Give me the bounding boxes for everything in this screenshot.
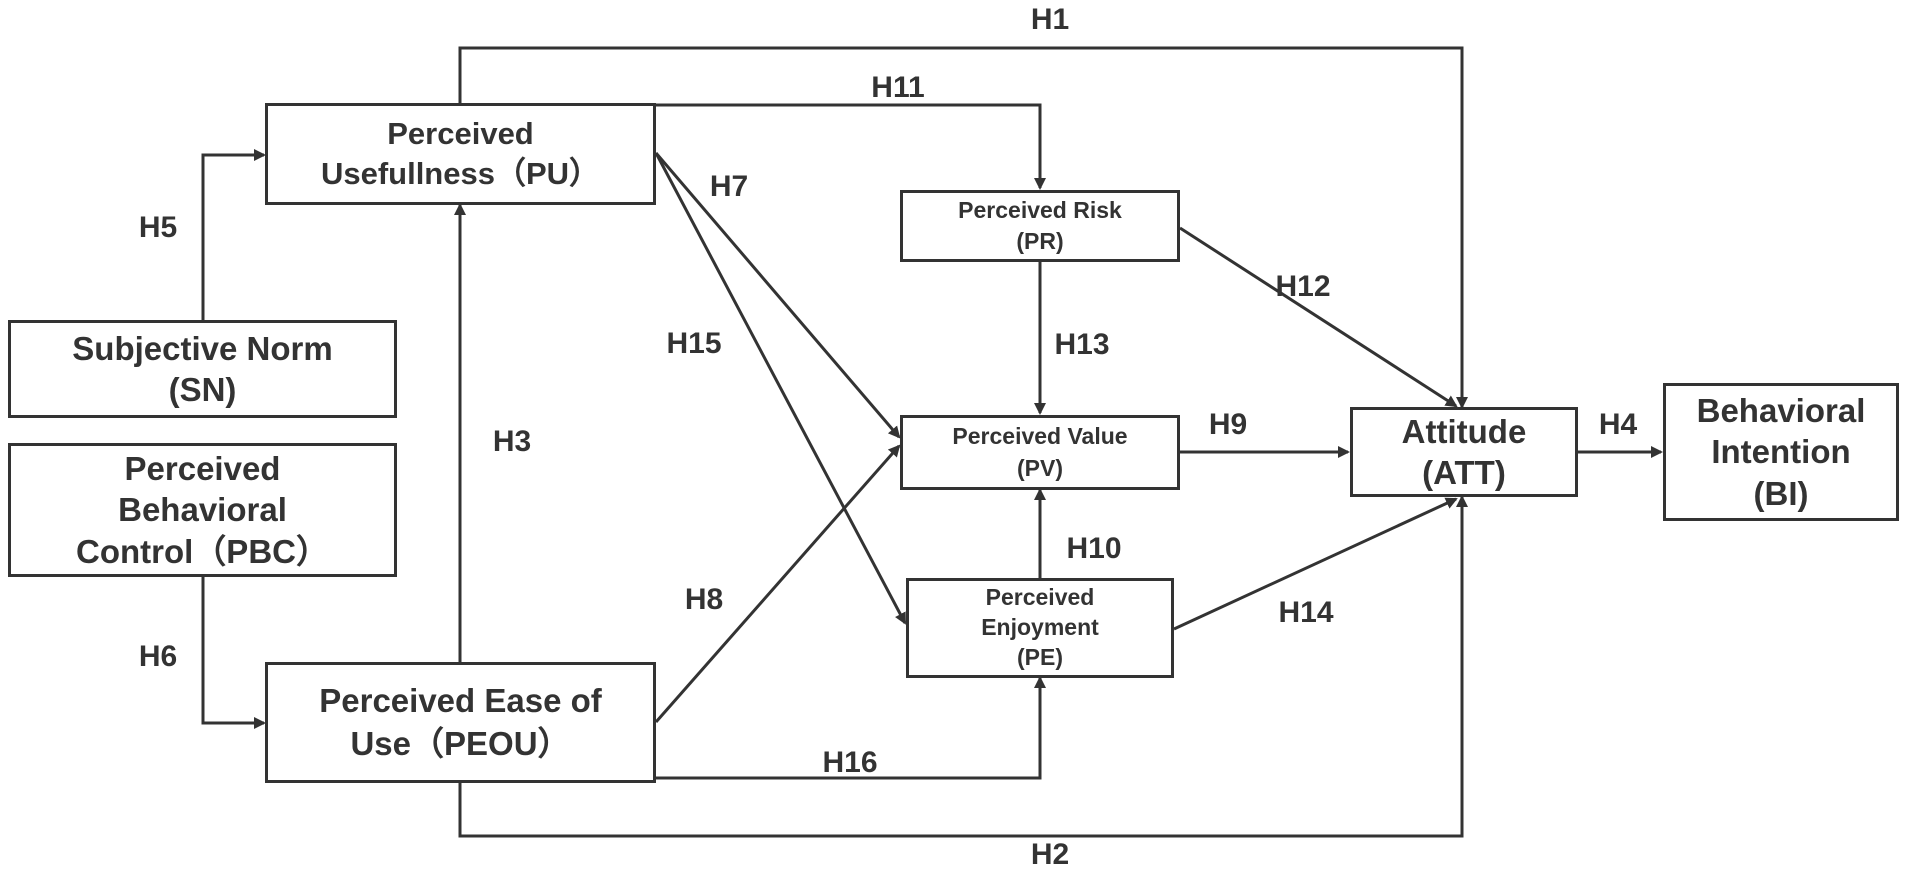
- node-pv-line2: (PV): [1017, 454, 1063, 481]
- label-h1: H1: [1030, 3, 1070, 36]
- path-h16: [656, 676, 1046, 780]
- node-pe-line3: (PE): [1017, 643, 1063, 670]
- node-pr-line1: Perceived Risk: [958, 196, 1122, 223]
- node-peou-line2: Use（PEOU）: [350, 724, 571, 762]
- node-subjective-norm: Subjective Norm (SN): [8, 320, 397, 418]
- node-perceived-usefulness: Perceived Usefullness（PU）: [265, 103, 656, 205]
- node-bi-line1: Behavioral: [1696, 392, 1866, 430]
- node-perceived-enjoyment: Perceived Enjoyment (PE): [906, 578, 1174, 678]
- path-h11: [656, 103, 1046, 190]
- path-h6: [201, 577, 266, 729]
- node-sn-line1: Subjective Norm: [72, 329, 333, 367]
- node-pbc-line2: Behavioral: [118, 491, 287, 529]
- node-bi-line3: (BI): [1753, 474, 1809, 512]
- node-pbc-line3: Control（PBC）: [76, 532, 329, 570]
- label-h15: H15: [666, 327, 722, 360]
- label-h3: H3: [492, 425, 532, 458]
- path-h15: [654, 152, 907, 625]
- path-h14: [1173, 497, 1458, 631]
- node-perceived-value: Perceived Value (PV): [900, 415, 1180, 490]
- node-perceived-ease-of-use: Perceived Ease of Use（PEOU）: [265, 662, 656, 783]
- node-behavioral-intention: Behavioral Intention (BI): [1663, 383, 1899, 521]
- node-pu-line2: Usefullness（PU）: [320, 156, 601, 191]
- node-pv-line1: Perceived Value: [952, 423, 1128, 450]
- node-pe-line1: Perceived: [985, 584, 1095, 611]
- label-h4: H4: [1598, 408, 1638, 441]
- path-h8: [654, 444, 901, 723]
- node-sn-line2: (SN): [168, 371, 237, 408]
- path-h12: [1179, 226, 1458, 408]
- node-bi-line2: Intention: [1711, 433, 1851, 471]
- label-h13: H13: [1054, 328, 1110, 361]
- node-peou-line1: Perceived Ease of: [319, 681, 602, 719]
- label-h2: H2: [1030, 838, 1070, 871]
- label-h10: H10: [1066, 532, 1122, 565]
- node-pr-line2: (PR): [1016, 228, 1064, 254]
- label-h8: H8: [684, 583, 724, 616]
- path-h1: [458, 46, 1468, 409]
- node-pbc-line1: Perceived: [124, 450, 281, 488]
- label-h12: H12: [1275, 270, 1331, 303]
- label-h11: H11: [871, 71, 925, 104]
- label-h7: H7: [709, 170, 749, 203]
- path-h5: [201, 149, 266, 320]
- node-perceived-risk: Perceived Risk (PR): [900, 190, 1180, 262]
- node-pe-line2: Enjoyment: [981, 614, 1099, 641]
- path-h2: [458, 495, 1468, 838]
- node-pu-line1: Perceived: [387, 115, 534, 151]
- label-h9: H9: [1208, 408, 1248, 441]
- label-h16: H16: [822, 746, 878, 779]
- label-h5: H5: [138, 211, 178, 244]
- label-h6: H6: [138, 640, 178, 673]
- path-h7: [654, 152, 901, 439]
- node-att-line1: Attitude: [1401, 412, 1527, 450]
- node-att-line2: (ATT): [1422, 454, 1506, 491]
- node-perceived-behavioral-control: Perceived Behavioral Control（PBC）: [8, 443, 397, 577]
- node-attitude: Attitude (ATT): [1350, 407, 1578, 497]
- label-h14: H14: [1278, 596, 1334, 629]
